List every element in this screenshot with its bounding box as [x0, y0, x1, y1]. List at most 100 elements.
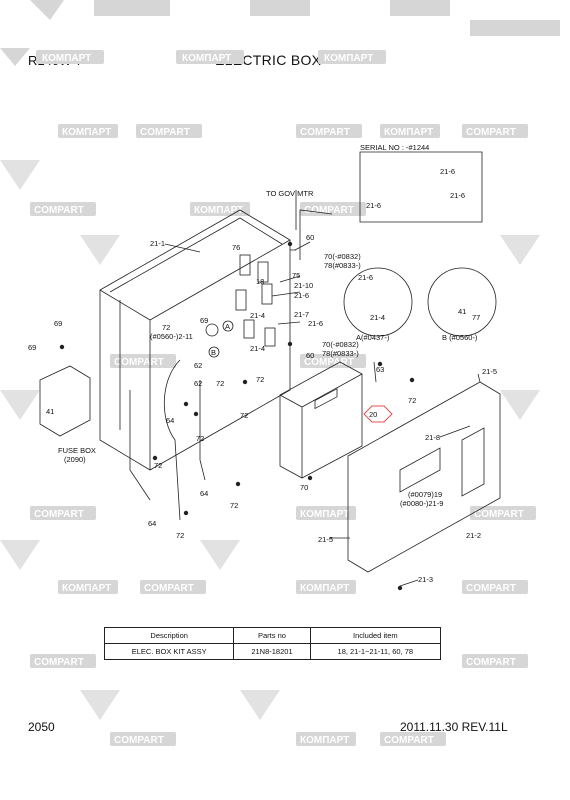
watermark-chevrons — [0, 160, 540, 720]
parts-table-header: Description Parts no Included item — [103, 627, 442, 644]
label-41: 41 — [458, 307, 466, 316]
leader-line — [373, 361, 377, 383]
label-72: 72 — [408, 396, 416, 405]
watermark-text: COMPART — [34, 205, 84, 216]
label-64: 64 — [200, 489, 208, 498]
column-header: Parts no — [233, 627, 311, 644]
label-72: 72 — [256, 375, 264, 384]
watermark-badge — [30, 202, 96, 216]
label-21-6: 21-6 — [366, 201, 381, 210]
column-header: Included item — [309, 627, 442, 644]
watermark-badge — [462, 124, 528, 138]
watermark-text: COMPART — [474, 509, 524, 520]
label-72: 72 — [162, 323, 170, 332]
watermark-row: КОМПАРТ КОМПАРТ КОМПАРТ КОМПАРТ COMPART … — [0, 48, 536, 746]
watermark-text: COMPART — [140, 127, 190, 138]
bolt-part — [242, 379, 248, 385]
watermark-text: КОМПАРТ — [324, 53, 373, 64]
bolt-part — [287, 341, 293, 347]
relay-part — [239, 254, 251, 276]
label-77: 77 — [472, 313, 480, 322]
watermark-shape — [250, 0, 310, 16]
watermark-chevron — [200, 540, 240, 570]
label-19: (#0079)19 — [408, 490, 442, 499]
label-view-b: B (#0560-) — [442, 333, 478, 342]
leader-line — [477, 373, 481, 383]
label-fuse-box: FUSE BOX — [58, 446, 96, 455]
leader-line — [399, 579, 419, 587]
label-20: 20 — [369, 410, 377, 419]
leader-line — [299, 209, 333, 260]
watermark-shape — [470, 20, 560, 36]
watermark-badge — [30, 506, 96, 520]
label-41: 41 — [46, 407, 54, 416]
harness-lead — [290, 190, 297, 251]
watermark-text: КОМПАРТ — [62, 127, 111, 138]
label-72: 72 — [216, 379, 224, 388]
watermark-badge — [136, 124, 202, 138]
label-62: 62 — [194, 379, 202, 388]
label-21-1: 21-1 — [150, 239, 165, 248]
leader-line — [279, 275, 301, 283]
label-21-5: 21-5 — [482, 367, 497, 376]
label-70: 70 — [300, 483, 308, 492]
label-69: 69 — [54, 319, 62, 328]
label-a: A — [225, 322, 230, 331]
table-cell: 21N8-18201 — [233, 643, 311, 660]
leader-line — [439, 425, 471, 438]
table-cell: ELEC. BOX KIT ASSY — [103, 643, 235, 660]
column-header: Description — [103, 627, 235, 644]
watermark-text: COMPART — [384, 735, 434, 746]
watermark-chevron — [500, 235, 540, 265]
label-72: 72 — [176, 531, 184, 540]
detail-a-circle — [343, 267, 413, 337]
bolt-part — [377, 361, 383, 367]
watermark-text: КОМПАРТ — [300, 509, 349, 520]
watermark-chevron — [0, 390, 40, 420]
label-view-a: A(#0437-) — [356, 333, 390, 342]
label-2-11: (#0560-)2-11 — [150, 332, 193, 341]
watermark-text: КОМПАРТ — [384, 127, 433, 138]
table-cell: 18, 21-1~21-11, 60, 78 — [309, 643, 442, 660]
watermark-badge — [318, 50, 386, 64]
label-21-6: 21-6 — [294, 291, 309, 300]
label-18: 18 — [256, 277, 264, 286]
leader-line — [271, 291, 301, 297]
watermark-layer — [30, 0, 560, 36]
bolt-part — [397, 585, 403, 591]
watermark-chevron — [0, 160, 40, 190]
watermark-badge — [300, 202, 366, 216]
label-21-8: 21-8 — [425, 433, 440, 442]
label-to-gov-mtr: TO GOV MTR — [266, 189, 314, 198]
cabinet-outline — [99, 209, 291, 471]
bolt-part — [183, 401, 189, 407]
serial-inset-frame — [359, 151, 483, 223]
watermark-text: COMPART — [304, 357, 354, 368]
label-21-6: 21-6 — [450, 191, 465, 200]
watermark-badge — [300, 354, 366, 368]
label-60: 60 — [306, 233, 314, 242]
relay-part — [261, 283, 273, 305]
watermark-badge — [296, 732, 356, 746]
leader-line — [164, 243, 201, 253]
label-63: 63 — [376, 365, 384, 374]
label-60: 60 — [306, 351, 314, 360]
watermark-badge — [58, 580, 118, 594]
label-69: 69 — [28, 343, 36, 352]
watermark-badge — [140, 580, 206, 594]
watermark-text: COMPART — [466, 127, 516, 138]
label-72: 72 — [154, 461, 162, 470]
watermark-shape — [390, 0, 450, 16]
watermark-text: КОМПАРТ — [42, 53, 91, 64]
bolt-part — [235, 481, 241, 487]
bolt-part — [59, 344, 65, 350]
watermark-text: COMPART — [466, 657, 516, 668]
label-64: 64 — [148, 519, 156, 528]
ecu-edges — [279, 373, 363, 478]
harness-wire — [163, 359, 181, 521]
callout-b — [208, 346, 220, 358]
watermark-badge — [470, 506, 536, 520]
watermark-chevron — [0, 540, 40, 570]
fuse-box — [39, 365, 91, 437]
